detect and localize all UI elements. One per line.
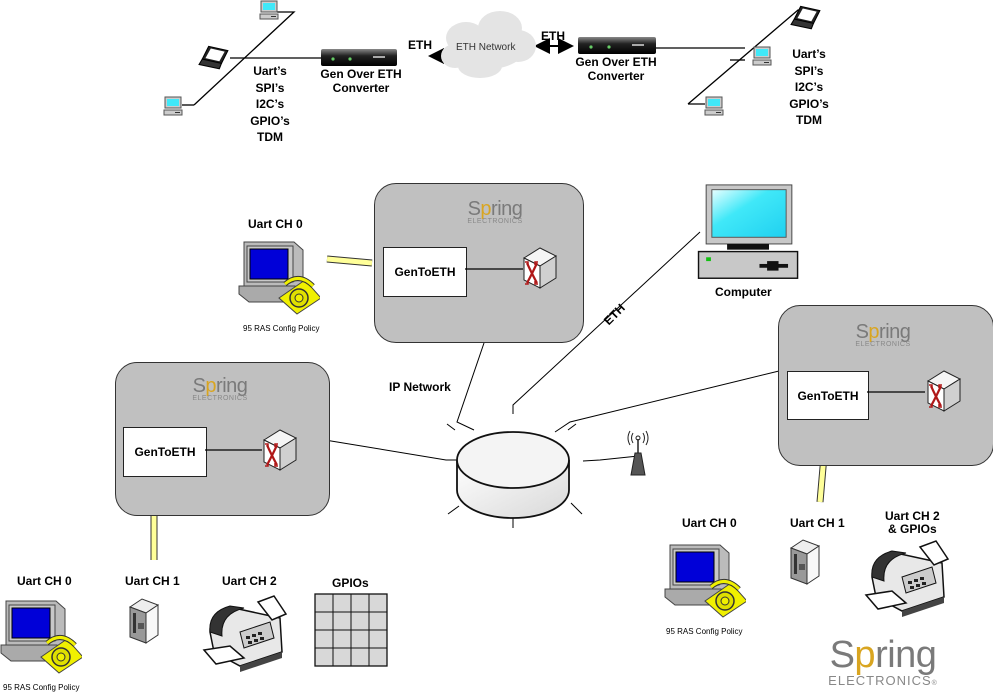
list-item: TDM [257,130,283,144]
list-item: GPIO’s [789,96,829,111]
pc-icon [752,46,772,66]
spring-electronics-logo: Spring ELECTRONICS® [828,634,938,688]
left-bus-line [193,11,296,106]
list-item: Uart’s [253,64,287,78]
wireless-tower-icon [627,430,649,476]
spring-logo: Spring ELECTRONICS [855,321,911,348]
policy-label: 95 RAS Config Policy [3,683,80,692]
right-interface-list: Uart’s SPI’s I2C’s GPIO’s TDM [774,46,844,129]
list-item: GPIO’s [250,113,290,128]
ip-network-links [324,231,780,528]
pc-icon [259,0,279,20]
pc-icon [704,96,724,116]
policy-label: 95 RAS Config Policy [666,627,743,636]
list-item: I2C’s [794,80,824,94]
uart-ch1-label: Uart CH 1 [125,574,180,588]
list-item: TDM [796,113,822,127]
list-item: Uart’s [792,47,826,61]
converter-right-label: Gen Over ETH Converter [575,55,657,83]
list-item: SPI’s [794,63,824,78]
converter-right-icon [578,37,656,54]
uart-ch0-label: Uart CH 0 [682,516,737,530]
uart-ch0-label: Uart CH 0 [17,574,72,588]
laptop-icon [790,5,821,30]
laptop-icon [198,45,229,70]
uart-ch2-gpios-label: Uart CH 2 & GPIOs [885,509,940,536]
router-hub-icon [456,431,570,519]
gentoeth-box[interactable]: GenToETH [123,427,207,477]
uart-ch1-label: Uart CH 1 [790,516,845,530]
converter-left-label: Gen Over ETH Converter [320,67,402,95]
list-item: SPI’s [255,80,285,95]
converter-left-icon [321,49,397,66]
computer-label: Computer [715,285,772,299]
eth-label-right: ETH [541,29,565,43]
uart-ch2-label: Uart CH 2 [222,574,277,588]
eth-label-left: ETH [408,38,432,52]
gpios-label: GPIOs [332,576,369,590]
left-interface-list: Uart’s SPI’s I2C’s GPIO’s TDM [240,63,300,146]
cloud-icon [441,11,536,78]
eth-network-label: ETH Network [456,42,516,53]
gentoeth-box[interactable]: GenToETH [787,371,869,420]
uart-ch0-label: Uart CH 0 [248,217,303,231]
spring-logo: Spring ELECTRONICS [467,198,523,225]
serial-link-top [326,255,373,267]
spring-logo: Spring ELECTRONICS [192,375,248,402]
policy-label: 95 RAS Config Policy [243,324,320,333]
list-item: I2C’s [255,97,285,111]
ip-network-label: IP Network [389,380,451,394]
gentoeth-box[interactable]: GenToETH [383,247,467,297]
pc-icon [163,96,183,116]
